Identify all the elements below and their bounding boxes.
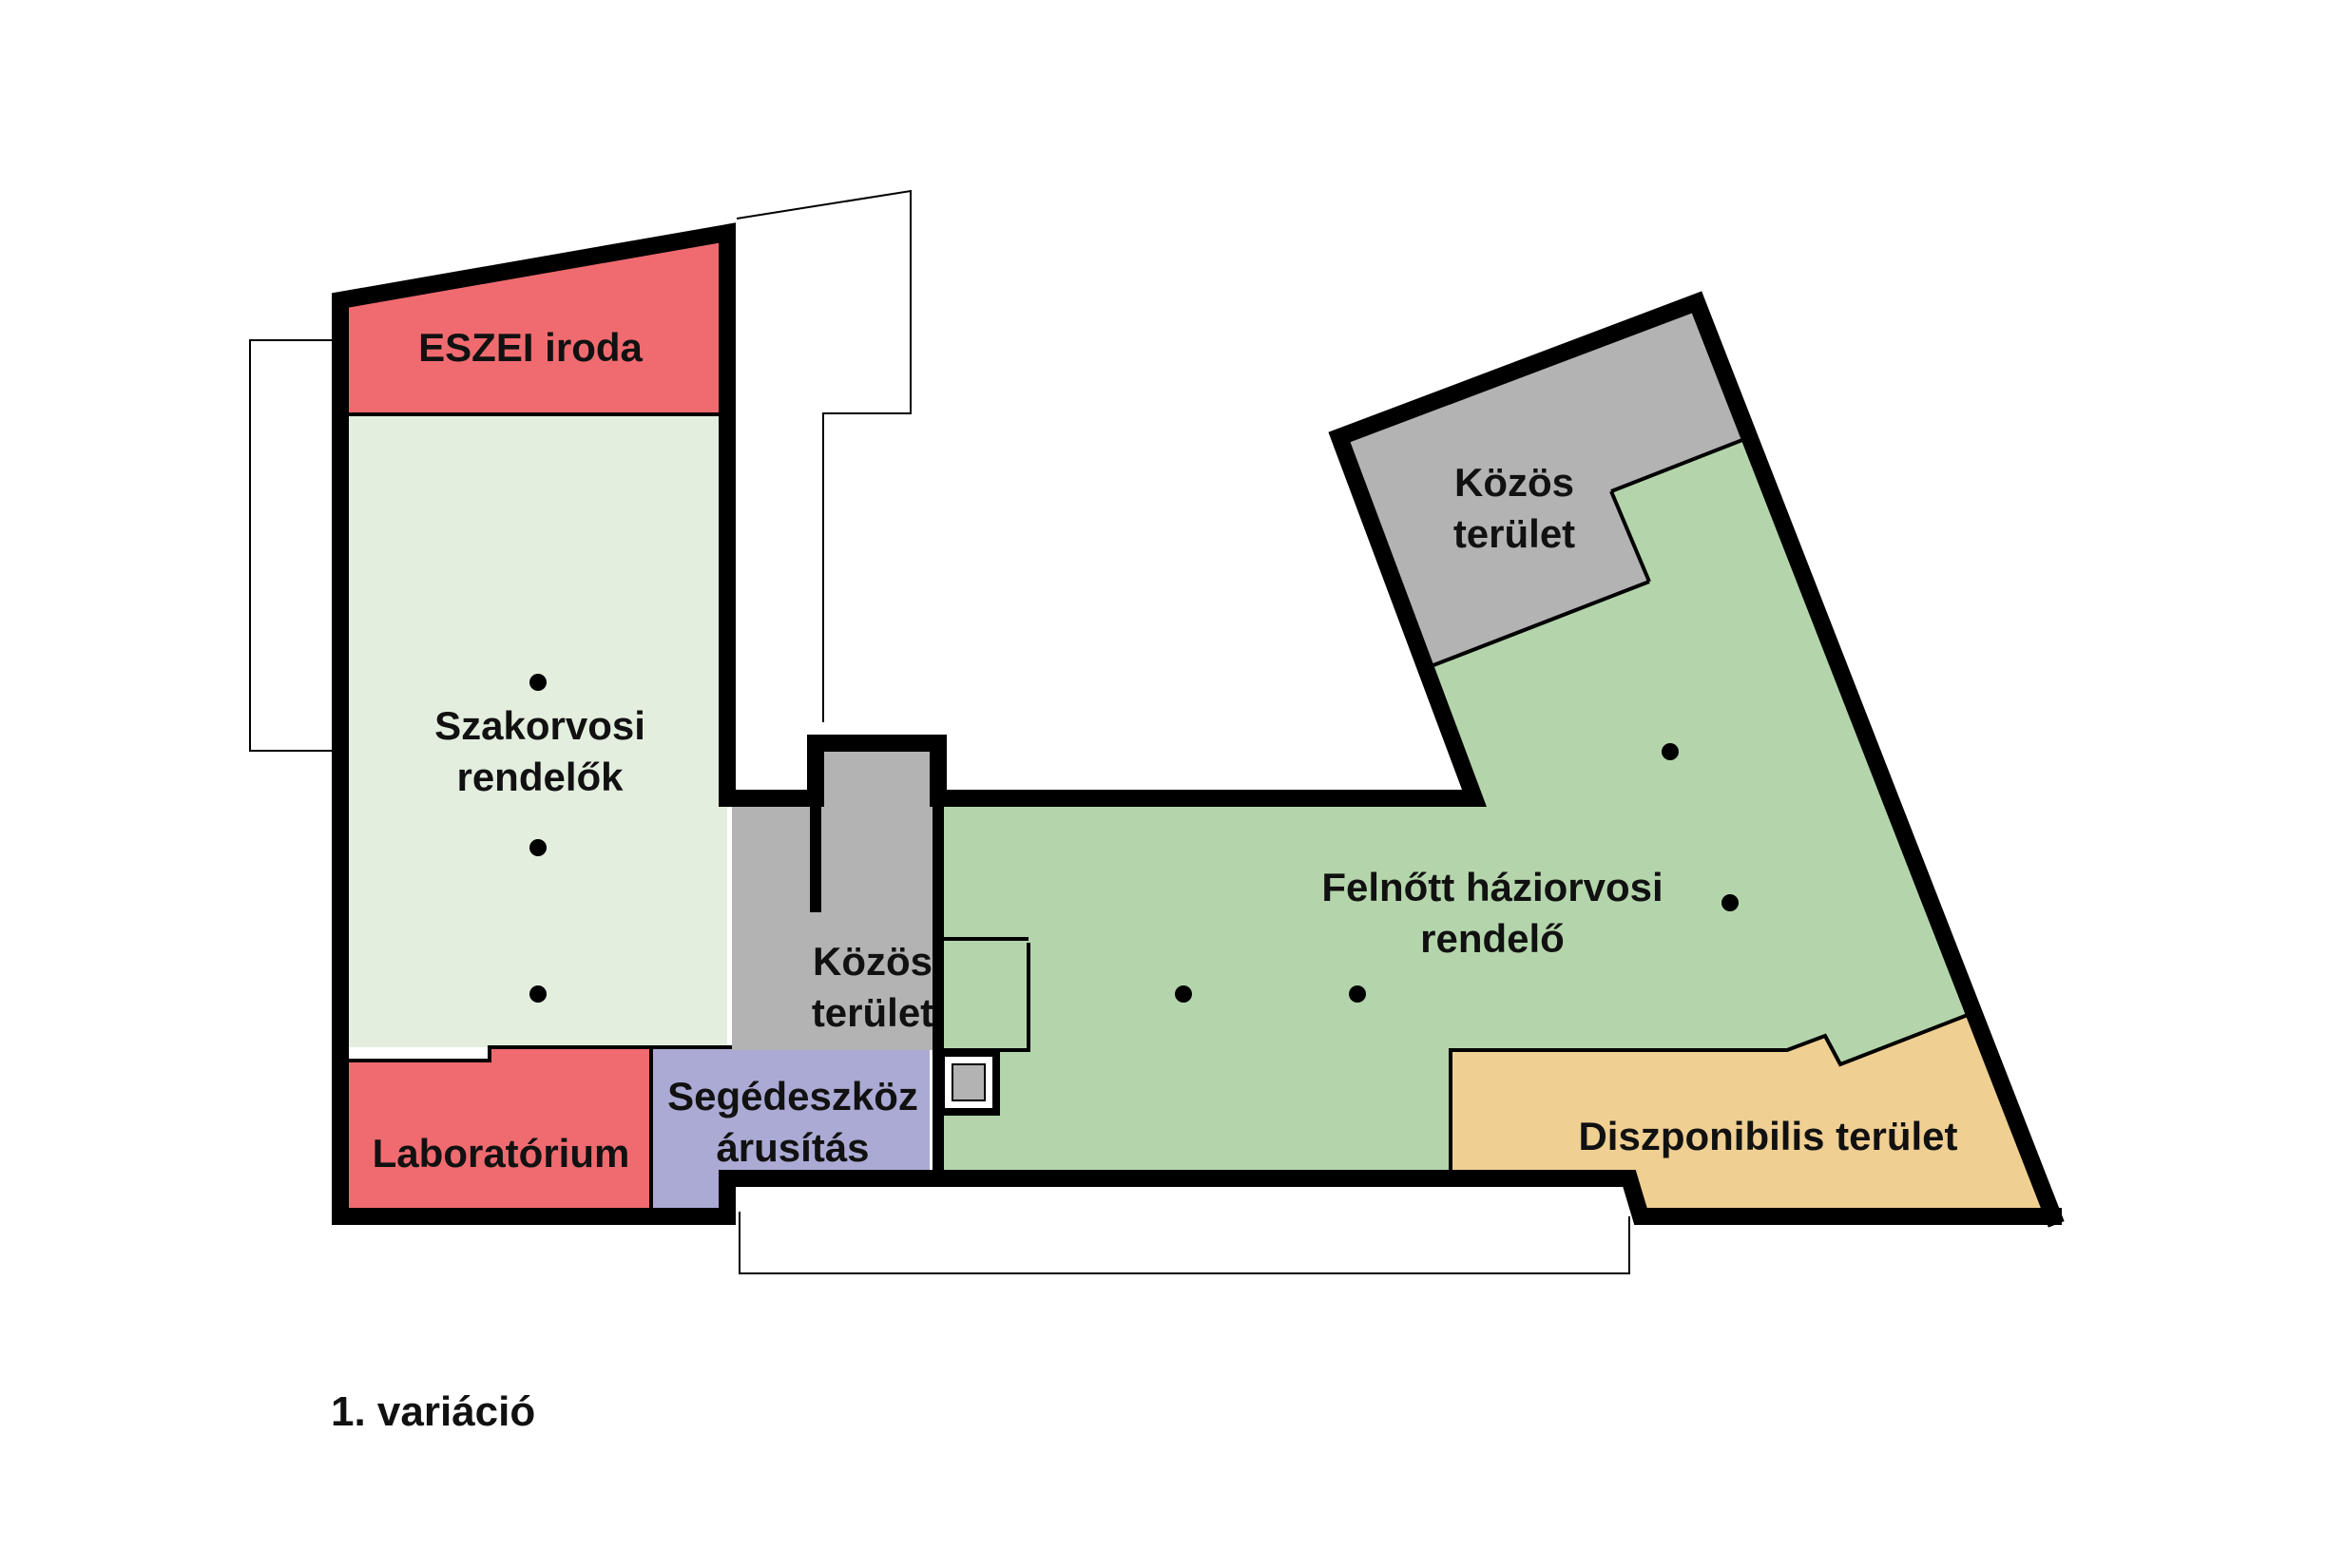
label-felnott-line1: Felnőtt háziorvosi (1321, 865, 1663, 909)
label-szakorvosi-line1: Szakorvosi (434, 703, 645, 748)
label-kozos-center-line2: terület (812, 990, 933, 1035)
exterior-wall-south (332, 1170, 2062, 1225)
column-dot (1175, 985, 1192, 1003)
label-eszei-iroda: ESZEI iroda (418, 325, 643, 370)
room-laboratorium (340, 1047, 651, 1216)
variation-caption: 1. variáció (331, 1388, 535, 1435)
room-diszponibilis-terulet (1451, 1015, 2053, 1216)
west-annex-outline (249, 339, 333, 752)
label-kozos-center-line1: Közös (813, 939, 933, 984)
room-kozos-terulet-top (1339, 302, 1742, 665)
column-dot (529, 839, 547, 856)
interior-partitions (340, 412, 1969, 1216)
label-kozos-top-line2: terület (1453, 511, 1575, 556)
column-dot (529, 985, 547, 1003)
column-dot (1721, 894, 1739, 911)
room-felnott-haziorvosi-rendelo (938, 440, 1968, 1178)
column-dot (1349, 985, 1366, 1003)
north-annex-outline (736, 189, 912, 722)
label-kozos-top-line1: Közös (1454, 460, 1574, 505)
label-segedeszkoz-line2: árusítás (716, 1125, 869, 1170)
label-diszponibilis: Diszponibilis terület (1578, 1114, 1957, 1158)
room-eszei-iroda (340, 233, 727, 414)
south-annex-outline (739, 1212, 1630, 1274)
elevator-car (952, 1063, 986, 1101)
column-dot (529, 674, 547, 691)
label-laboratorium: Laboratórium (373, 1131, 630, 1176)
label-felnott-line2: rendelő (1420, 916, 1565, 961)
structural-columns (529, 674, 1739, 1003)
column-dot (1662, 743, 1679, 760)
label-szakorvosi-line2: rendelők (456, 755, 624, 799)
room-szakorvosi-rendelok (340, 414, 727, 1047)
label-segedeszkoz-line1: Segédeszköz (667, 1074, 918, 1119)
exterior-wall-west-wing (332, 222, 736, 1225)
